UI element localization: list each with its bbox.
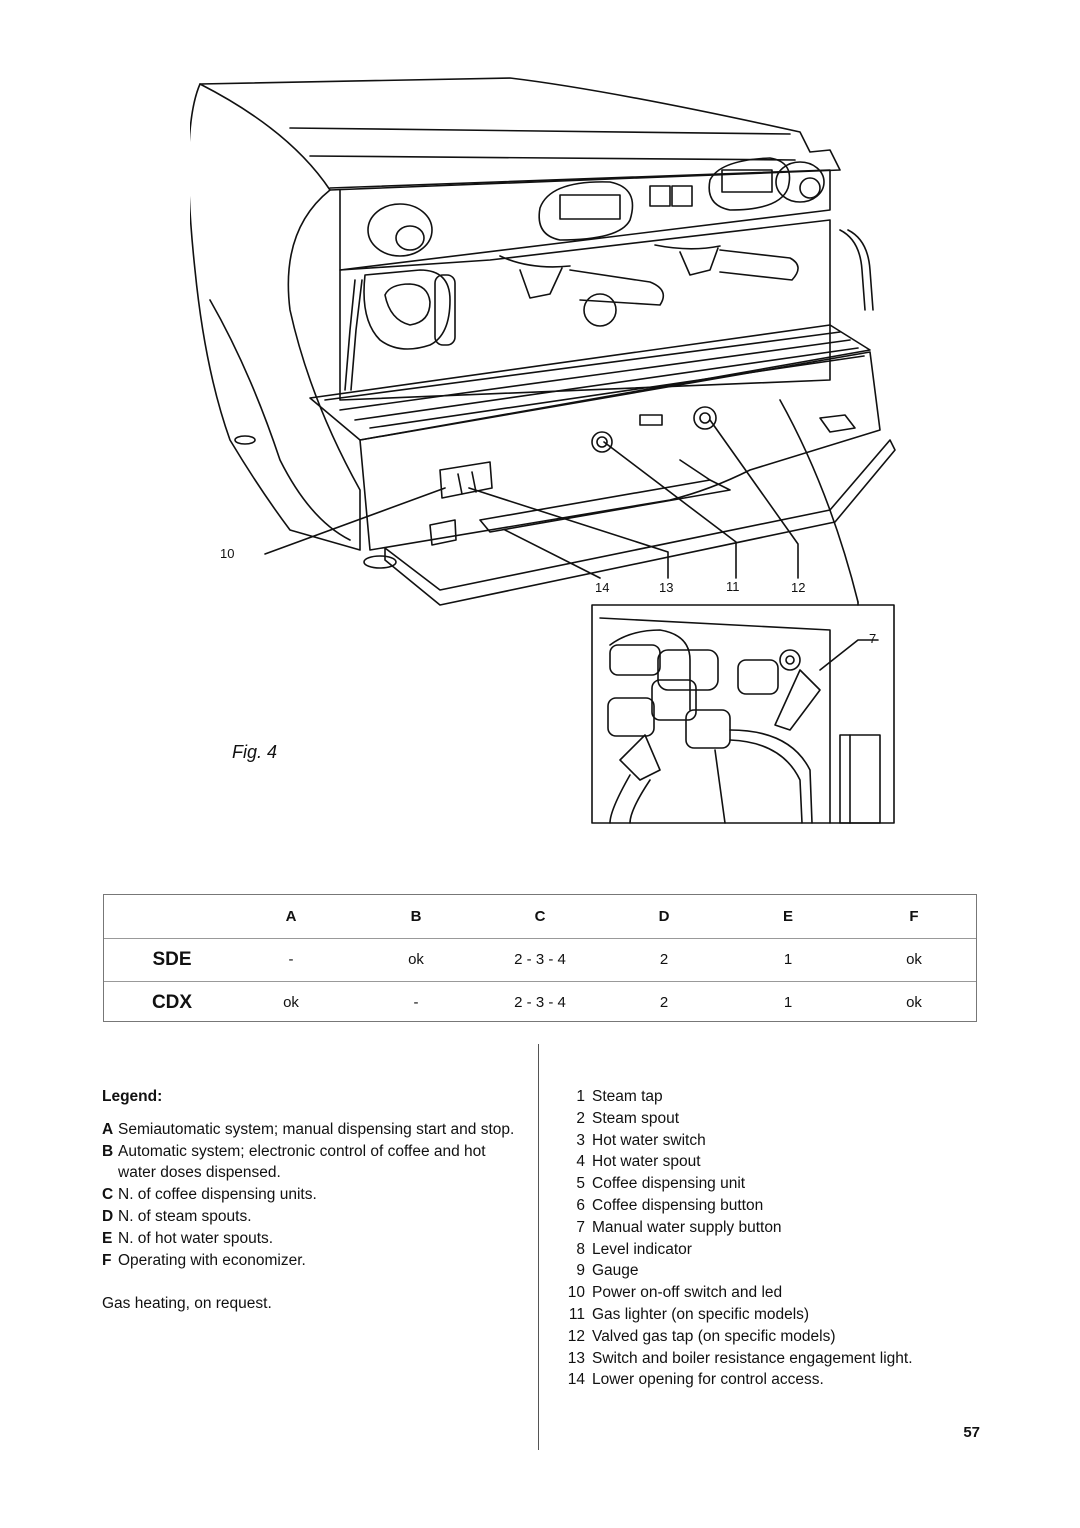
component-number: 12 — [567, 1327, 585, 1345]
component-item: 4 Hot water spout — [561, 1151, 981, 1173]
table-header: F — [909, 908, 919, 925]
figure-caption: Fig. 4 — [232, 742, 278, 762]
component-item: 8 Level indicator — [561, 1239, 981, 1261]
callout-10: 10 — [220, 546, 235, 561]
model-name: SDE — [152, 949, 192, 970]
component-number: 2 — [576, 1109, 585, 1127]
table-header-row: A B C D E F — [104, 895, 976, 939]
component-item: 5 Coffee dispensing unit — [561, 1173, 981, 1195]
legend-item: E N. of hot water spouts. — [102, 1228, 520, 1250]
component-number: 8 — [576, 1240, 585, 1258]
table-row: SDE - ok 2 - 3 - 4 2 1 ok — [104, 938, 976, 982]
table-header: A — [285, 908, 297, 925]
legend-text: N. of hot water spouts. — [118, 1229, 274, 1247]
component-number: 3 — [576, 1131, 585, 1149]
component-text: Gas lighter (on specific models) — [592, 1305, 810, 1323]
table-cell: 2 — [659, 951, 669, 968]
legend-key: A — [102, 1120, 114, 1138]
component-item: 3 Hot water switch — [561, 1130, 981, 1152]
table-header: B — [410, 908, 422, 925]
component-text: Lower opening for control access. — [592, 1371, 824, 1389]
component-text: Valved gas tap (on specific models) — [592, 1327, 836, 1345]
legend-text: Operating with economizer. — [118, 1251, 306, 1269]
table-cell: ok — [906, 994, 922, 1011]
component-item: 7 Manual water supply button — [561, 1217, 981, 1239]
component-number: 5 — [576, 1175, 585, 1193]
table-header: D — [658, 908, 670, 925]
component-number: 9 — [576, 1262, 585, 1280]
component-item: 6 Coffee dispensing button — [561, 1195, 981, 1217]
legend-note: Gas heating, on request. — [102, 1295, 272, 1313]
legend-key: B — [102, 1142, 114, 1160]
component-text: Coffee dispensing button — [592, 1196, 764, 1214]
component-number: 1 — [576, 1088, 585, 1105]
legend-key: F — [102, 1251, 112, 1269]
table-cell: - — [288, 951, 294, 968]
component-number: 14 — [567, 1371, 585, 1389]
callout-14: 14 — [595, 580, 610, 595]
table-cell: 1 — [783, 994, 793, 1011]
legend-text: N. of steam spouts. — [118, 1207, 252, 1225]
component-number: 7 — [576, 1218, 585, 1236]
table-cell: 2 - 3 - 4 — [514, 994, 566, 1011]
component-text: Steam tap — [592, 1088, 663, 1105]
callout-12: 12 — [791, 580, 806, 595]
configuration-table: A B C D E F SDE - ok 2 - 3 - 4 2 1 ok CD… — [103, 894, 977, 1022]
component-text: Coffee dispensing unit — [592, 1175, 746, 1193]
callout-7: 7 — [869, 631, 877, 646]
component-text: Hot water switch — [592, 1131, 706, 1149]
espresso-machine-illustration — [190, 77, 896, 824]
component-text: Power on-off switch and led — [592, 1284, 783, 1302]
component-text: Gauge — [592, 1262, 639, 1280]
component-item: 10 Power on-off switch and led — [561, 1282, 981, 1304]
legend-item: F Operating with economizer. — [102, 1250, 520, 1272]
table-cell: 2 — [659, 994, 669, 1011]
component-number: 10 — [567, 1284, 585, 1302]
legend-key: D — [102, 1207, 114, 1225]
table-cell: 2 - 3 - 4 — [514, 951, 566, 968]
component-text: Steam spout — [592, 1109, 680, 1127]
legend-text: Semiautomatic system; manual dispensing … — [118, 1120, 515, 1138]
legend-numbers: 1 Steam tap 2 Steam spout 3 Hot water switc… — [561, 1086, 981, 1391]
column-divider — [538, 1044, 539, 1450]
component-text: Switch and boiler resistance engagement … — [592, 1349, 913, 1367]
table-cell: 1 — [783, 951, 793, 968]
component-text: Hot water spout — [592, 1153, 701, 1171]
component-number: 6 — [576, 1196, 585, 1214]
component-item: 13 Switch and boiler resistance engagemen… — [561, 1348, 981, 1370]
legend-title: Legend: — [102, 1088, 163, 1105]
component-number: 13 — [567, 1349, 585, 1367]
callout-11: 11 — [726, 579, 740, 594]
component-number: 4 — [576, 1153, 585, 1171]
legend-text: N. of coffee dispensing units. — [118, 1186, 317, 1204]
component-text: Level indicator — [592, 1240, 692, 1258]
component-item: 2 Steam spout — [561, 1108, 981, 1130]
component-item: 14 Lower opening for control access. — [561, 1369, 981, 1391]
table-row: CDX ok - 2 - 3 - 4 2 1 ok — [104, 981, 976, 1024]
component-item: 12 Valved gas tap (on specific models) — [561, 1326, 981, 1348]
table-cell: - — [413, 994, 419, 1011]
legend-key: E — [102, 1229, 113, 1247]
callout-13: 13 — [659, 580, 674, 595]
table-cell: ok — [408, 951, 424, 968]
model-name: CDX — [151, 992, 193, 1013]
table-cell: ok — [906, 951, 922, 968]
component-number: 11 — [568, 1305, 585, 1323]
component-item: 9 Gauge — [561, 1260, 981, 1282]
table-cell: ok — [283, 994, 299, 1011]
page-number: 57 — [963, 1424, 980, 1441]
legend-key: C — [102, 1186, 114, 1204]
legend-text: Automatic system; electronic control of … — [118, 1142, 486, 1182]
table-header: C — [534, 908, 546, 925]
component-text: Manual water supply button — [592, 1218, 782, 1236]
component-item: 1 Steam tap — [561, 1086, 981, 1108]
table-header: E — [782, 908, 793, 925]
component-item: 11 Gas lighter (on specific models) — [561, 1304, 981, 1326]
